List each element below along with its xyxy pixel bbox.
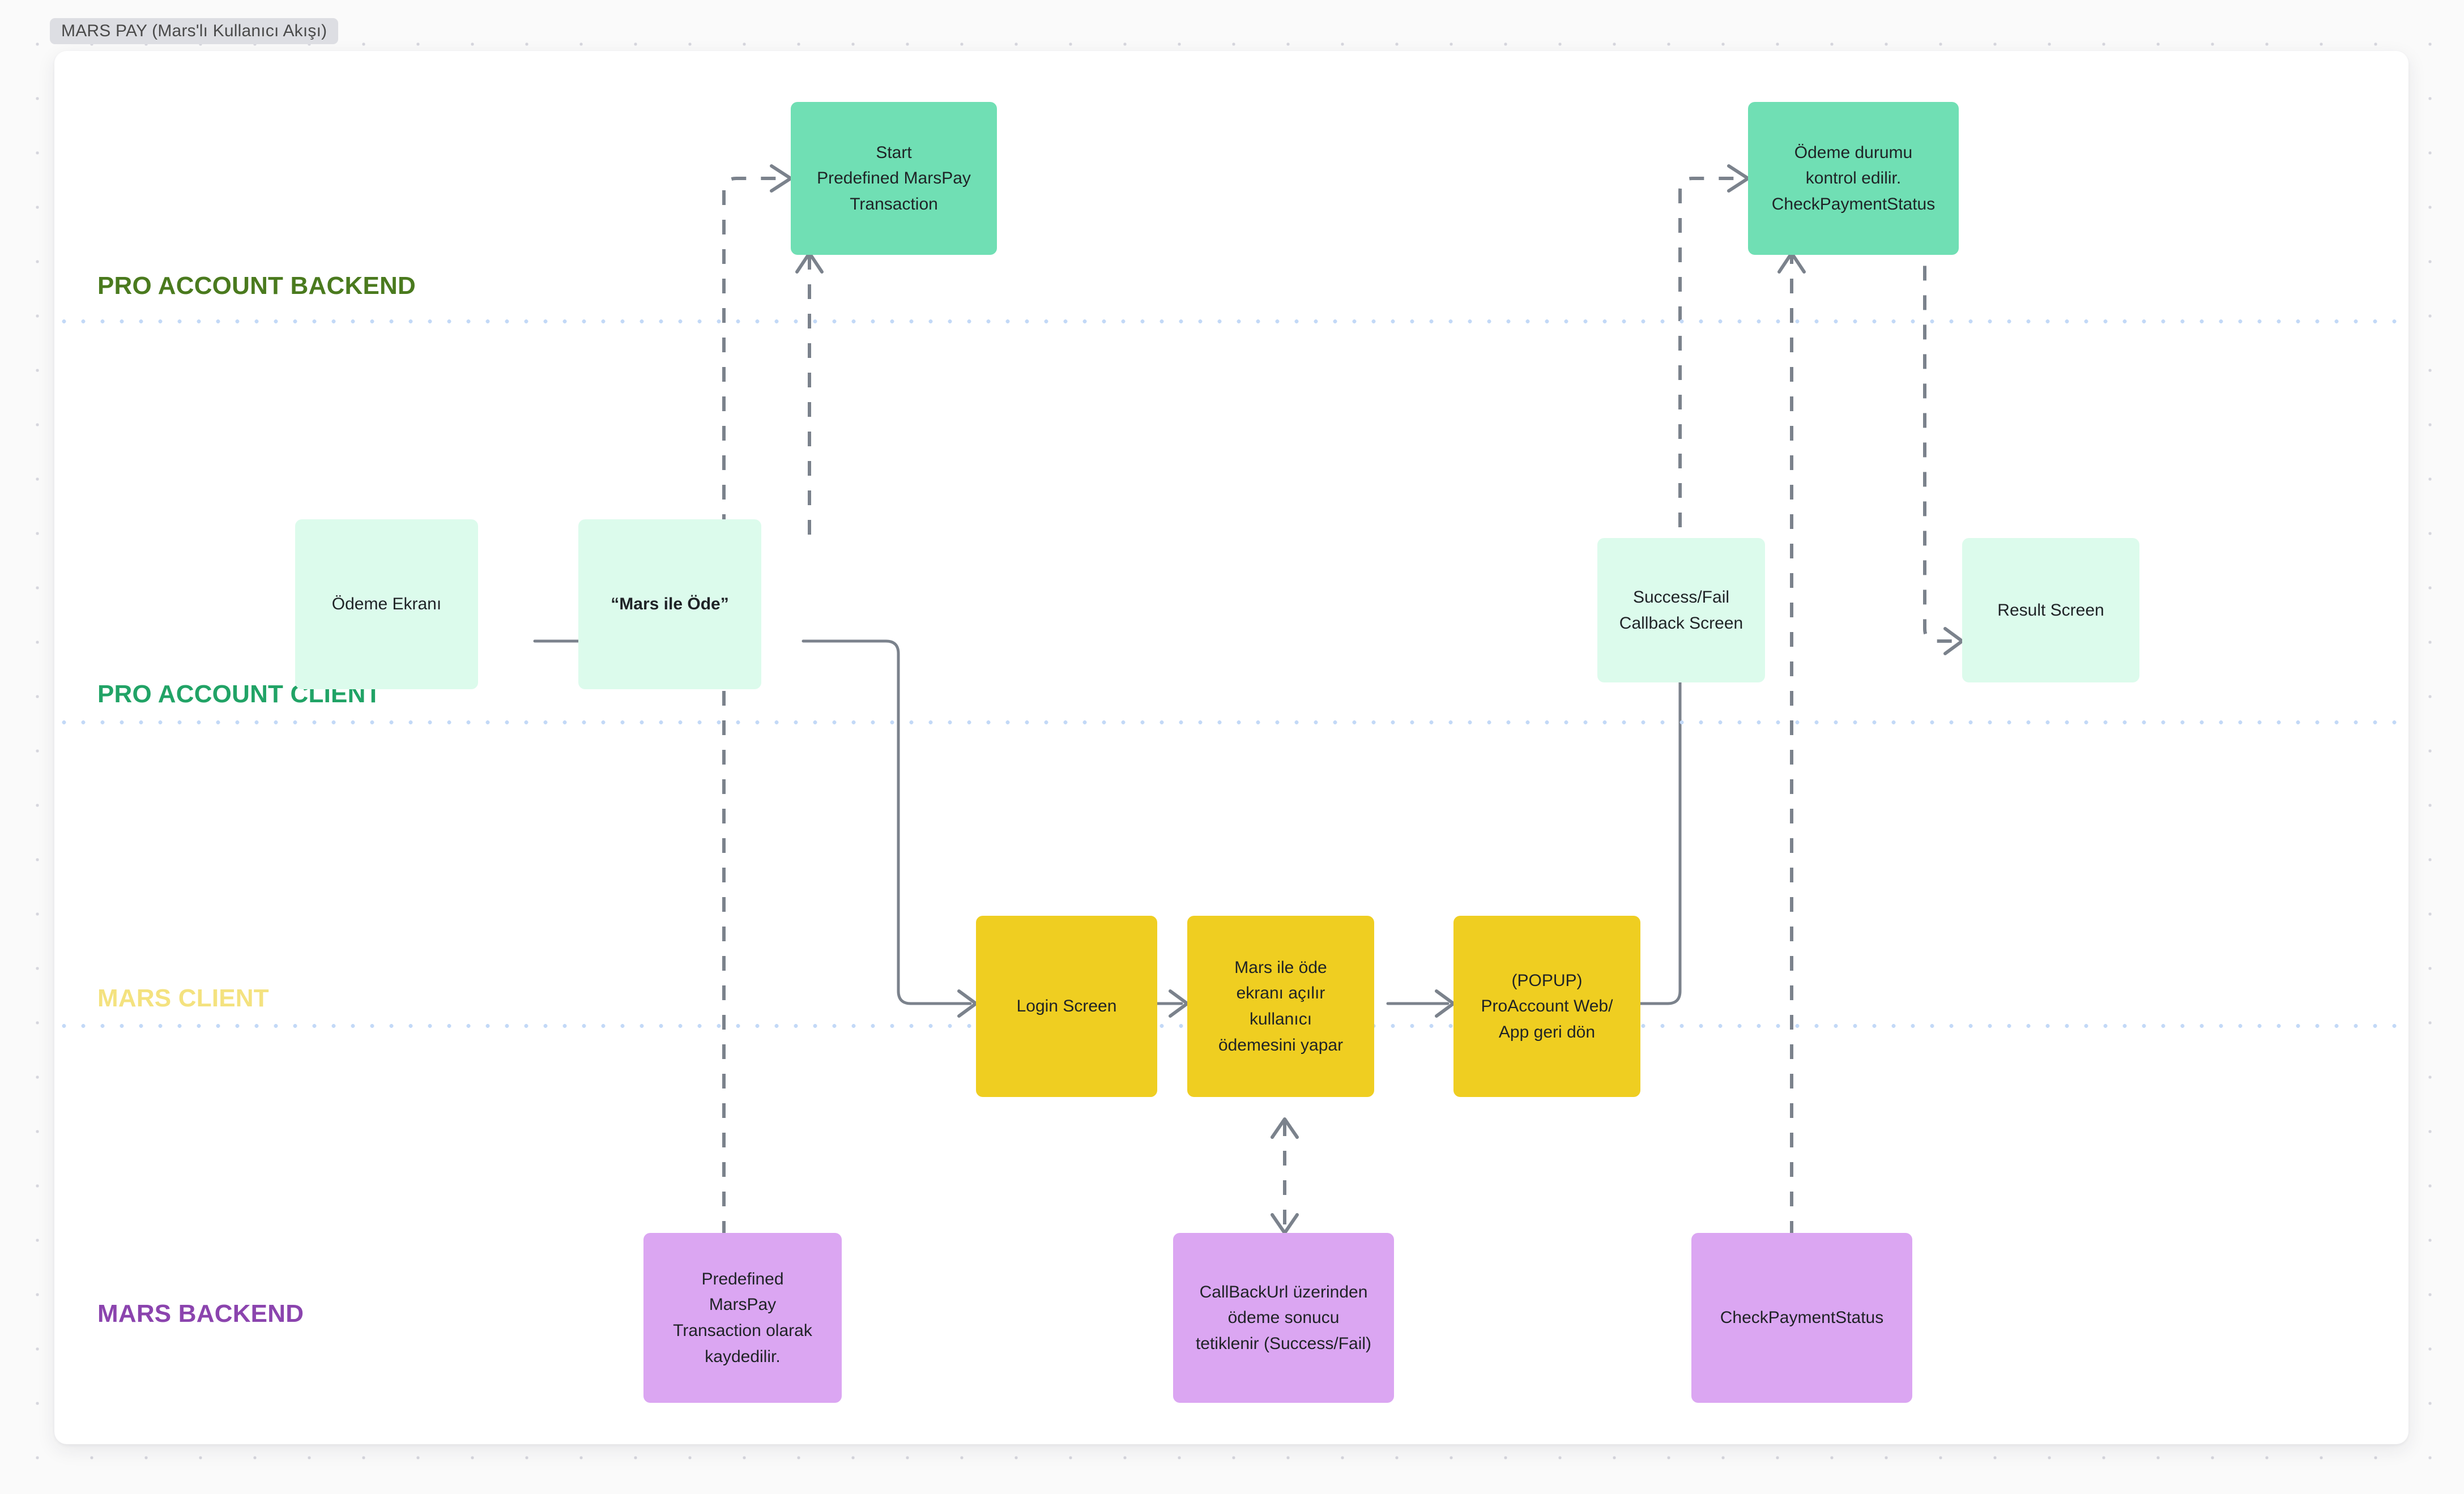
edge-predefined-saved-to-start-marspay [722, 164, 792, 1236]
node-login-screen[interactable]: Login Screen [976, 916, 1157, 1097]
lane-divider-1 [54, 319, 2408, 323]
lane-divider-2 [54, 720, 2408, 724]
node-mars-ode-ekrani[interactable]: Mars ile öde ekranı açılır kullanıcı öde… [1187, 916, 1374, 1097]
node-login-screen-label: Login Screen [1016, 997, 1117, 1016]
edge-mars-ode-ekrani-to-callback-url [1271, 1117, 1299, 1235]
node-mars-ile-ode-label: “Mars ile Öde” [611, 595, 729, 614]
node-success-fail[interactable]: Success/Fail Callback Screen [1597, 538, 1765, 682]
node-mars-ode-ekrani-label: Mars ile öde ekranı açılır kullanıcı öde… [1218, 958, 1344, 1055]
node-odeme-ekrani[interactable]: Ödeme Ekranı [295, 519, 478, 689]
node-callback-url[interactable]: CallBackUrl üzerinden ödeme sonucu tetik… [1173, 1233, 1394, 1403]
node-start-marspay[interactable]: Start Predefined MarsPay Transaction [791, 102, 997, 255]
frame-title-chip[interactable]: MARS PAY (Mars'lı Kullanıcı Akışı) [50, 18, 339, 44]
node-check-payment-label: CheckPaymentStatus [1720, 1308, 1884, 1327]
edge-check-payment-to-check-status-green [1777, 251, 1806, 1236]
node-predefined-saved[interactable]: Predefined MarsPay Transaction olarak ka… [643, 1233, 842, 1403]
edge-mars-ile-ode-to-login-screen [802, 639, 978, 1018]
node-popup-return[interactable]: (POPUP) ProAccount Web/ App geri dön [1453, 916, 1640, 1097]
edge-start-marspay-to-mars-ile-ode [795, 251, 824, 543]
frame-title-text: MARS PAY (Mars'lı Kullanıcı Akışı) [61, 22, 327, 40]
node-success-fail-label: Success/Fail Callback Screen [1619, 587, 1743, 633]
node-result-screen-label: Result Screen [1997, 600, 2104, 620]
lane-label-mars-client: MARS CLIENT [97, 984, 269, 1012]
node-predefined-saved-label: Predefined MarsPay Transaction olarak ka… [673, 1269, 812, 1366]
edge-mars-ode-ekrani-to-popup-return [1386, 989, 1455, 1018]
node-callback-url-label: CallBackUrl üzerinden ödeme sonucu tetik… [1195, 1282, 1372, 1353]
node-check-status-green[interactable]: Ödeme durumu kontrol edilir. CheckPaymen… [1748, 102, 1959, 255]
node-check-payment[interactable]: CheckPaymentStatus [1691, 1233, 1912, 1403]
node-result-screen[interactable]: Result Screen [1962, 538, 2139, 682]
lane-label-mars-backend: MARS BACKEND [97, 1300, 304, 1327]
node-popup-return-label: (POPUP) ProAccount Web/ App geri dön [1481, 971, 1613, 1041]
node-odeme-ekrani-label: Ödeme Ekranı [331, 595, 442, 614]
node-check-status-green-label: Ödeme durumu kontrol edilir. CheckPaymen… [1771, 143, 1936, 214]
edge-success-fail-to-check-status-green [1678, 164, 1750, 586]
diagram-canvas[interactable]: PRO ACCOUNT BACKEND PRO ACCOUNT CLIENT M… [54, 51, 2408, 1444]
node-start-marspay-label: Start Predefined MarsPay Transaction [817, 143, 971, 214]
node-mars-ile-ode[interactable]: “Mars ile Öde” [578, 519, 761, 689]
lane-label-pro-account-backend: PRO ACCOUNT BACKEND [97, 272, 416, 300]
